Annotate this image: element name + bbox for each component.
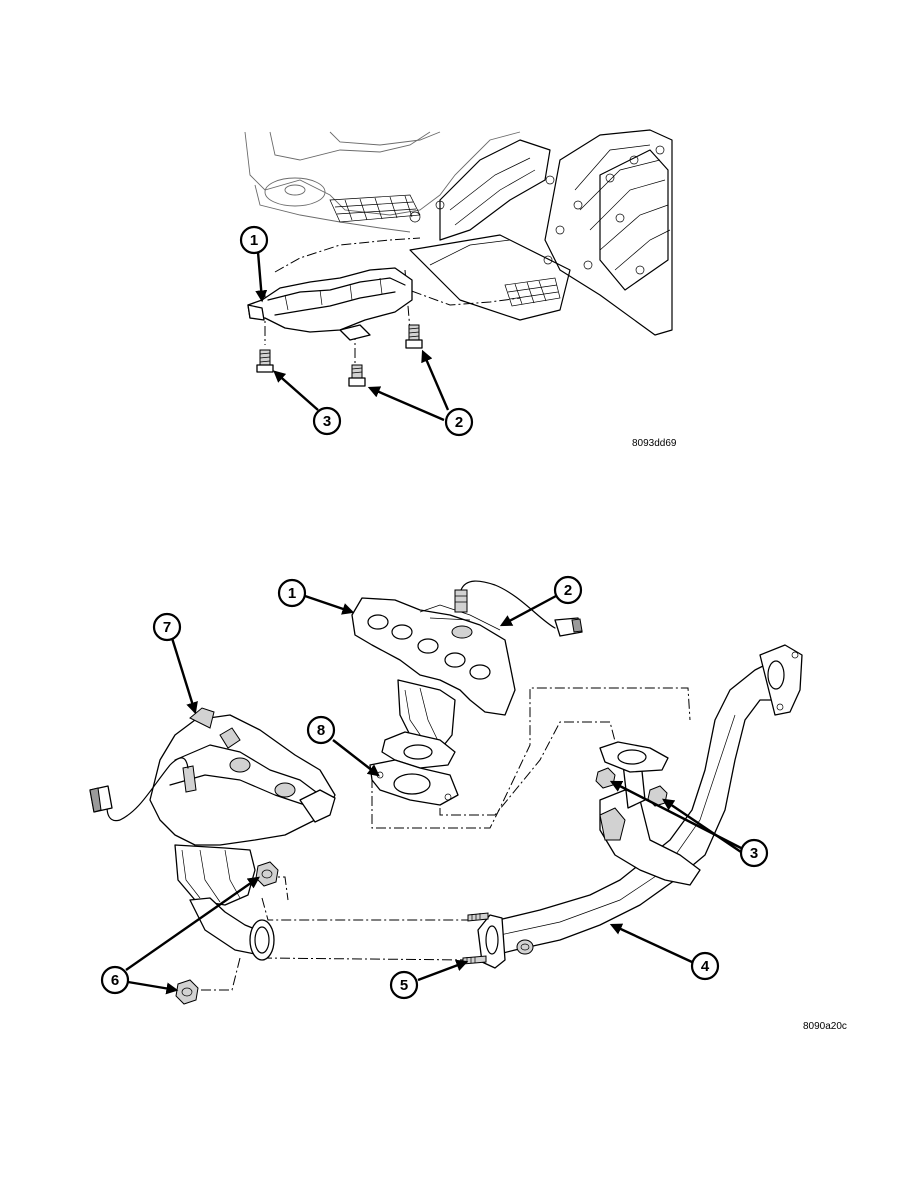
svg-text:1: 1 xyxy=(288,585,296,602)
alignment-line xyxy=(274,237,421,273)
alignment-line xyxy=(192,957,241,991)
alignment-line xyxy=(394,284,521,306)
exhaust-pipe xyxy=(477,644,803,969)
nut xyxy=(175,979,199,1005)
figure-code-top: 8093dd69 xyxy=(632,438,677,449)
svg-text:3: 3 xyxy=(750,845,758,862)
stud xyxy=(467,912,489,922)
nut xyxy=(255,861,279,887)
bolt-short xyxy=(256,349,274,373)
callout-6: 6 xyxy=(100,965,130,995)
callout-2: 2 xyxy=(444,407,474,437)
leader-1 xyxy=(304,594,355,615)
leader-6a xyxy=(125,876,260,971)
leader-4 xyxy=(609,923,693,964)
grille-pattern xyxy=(329,194,421,223)
callout-2: 2 xyxy=(553,575,583,605)
figure-code-bottom: 8090a20c xyxy=(803,1021,847,1032)
gasket xyxy=(369,759,459,806)
alignment-line xyxy=(261,957,471,961)
svg-text:1: 1 xyxy=(250,232,258,249)
leader-3b xyxy=(662,798,742,853)
callout-1: 1 xyxy=(277,578,307,608)
alignment-line xyxy=(261,897,470,921)
callout-1: 1 xyxy=(239,225,269,255)
top-figure: 1 3 2 8093dd69 xyxy=(239,129,677,449)
front-exhaust-manifold xyxy=(89,707,336,961)
rear-exhaust-manifold xyxy=(351,580,583,769)
svg-text:6: 6 xyxy=(111,972,119,989)
svg-text:3: 3 xyxy=(323,413,331,430)
bolt-long xyxy=(348,364,366,387)
leader-6b xyxy=(127,980,179,995)
svg-text:7: 7 xyxy=(163,619,171,636)
bottom-figure: 1 2 7 8 3 4 5 6 8090a20c xyxy=(89,575,847,1032)
leader-1 xyxy=(255,251,268,303)
stud xyxy=(462,955,487,965)
callout-4: 4 xyxy=(690,951,720,981)
svg-text:2: 2 xyxy=(455,414,463,431)
leader-7 xyxy=(170,637,198,715)
bolt-holes xyxy=(543,145,665,275)
callout-8: 8 xyxy=(306,715,336,745)
bolt-axis-line xyxy=(404,269,411,331)
heat-shield xyxy=(247,267,413,341)
lower-grille xyxy=(504,277,561,307)
callout-5: 5 xyxy=(389,970,419,1000)
leader-2 xyxy=(499,594,557,627)
leader-2b xyxy=(421,349,450,411)
leader-2a xyxy=(367,386,445,422)
alignment-line xyxy=(371,687,691,829)
bolt-long xyxy=(405,324,423,349)
alignment-line xyxy=(439,721,617,816)
leader-5 xyxy=(417,959,469,982)
svg-text:8: 8 xyxy=(317,722,325,739)
engine-underbody-drawing xyxy=(244,129,673,336)
callout-3: 3 xyxy=(312,406,342,436)
leader-8 xyxy=(332,739,380,777)
flange-nut xyxy=(595,767,616,789)
callout-3: 3 xyxy=(739,838,769,868)
leader-3 xyxy=(273,370,319,411)
svg-text:2: 2 xyxy=(564,582,572,599)
svg-text:5: 5 xyxy=(400,977,408,994)
callout-7: 7 xyxy=(152,612,182,642)
svg-text:4: 4 xyxy=(701,958,710,975)
